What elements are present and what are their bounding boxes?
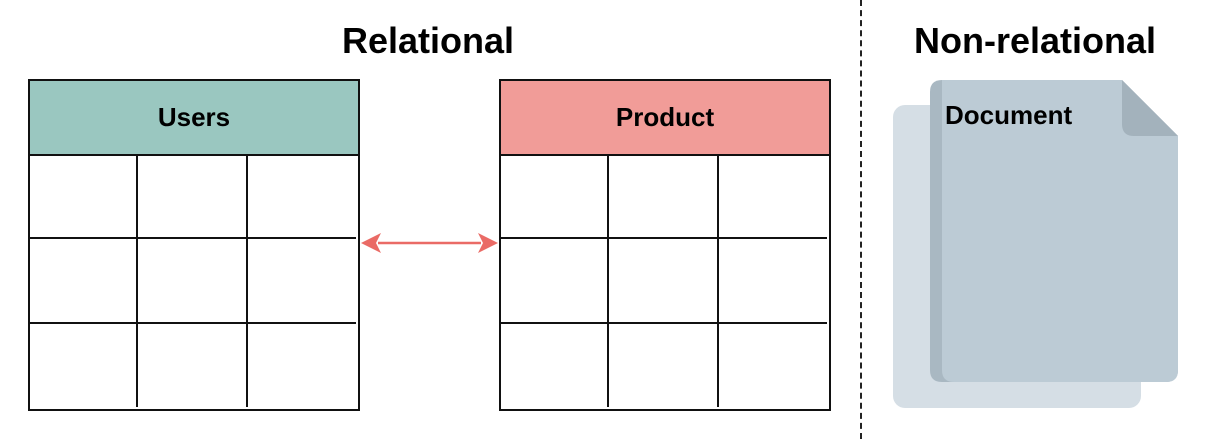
document-front-page (942, 80, 1178, 382)
arrowhead-left-icon (361, 233, 381, 253)
document-icon (893, 80, 1178, 408)
users-table-header: Users (30, 81, 358, 156)
table-cell (501, 239, 609, 324)
section-divider (860, 0, 862, 439)
relationship-arrow (361, 233, 498, 253)
document-label: Document (945, 100, 1073, 130)
users-table-grid (30, 156, 358, 407)
table-cell (138, 156, 248, 239)
table-cell (138, 324, 248, 407)
product-table-header: Product (501, 81, 829, 156)
table-cell (138, 239, 248, 324)
table-cell (501, 324, 609, 407)
non-relational-heading: Non-relational (913, 20, 1156, 61)
product-table: Product (499, 79, 831, 411)
table-cell (609, 239, 719, 324)
table-cell (248, 239, 356, 324)
table-cell (609, 156, 719, 239)
product-table-grid (501, 156, 829, 407)
table-cell (30, 156, 138, 239)
relational-heading: Relational (341, 20, 515, 61)
table-cell (719, 239, 827, 324)
arrowhead-right-icon (478, 233, 498, 253)
document-fold-corner (1122, 80, 1178, 136)
table-cell (30, 239, 138, 324)
table-cell (719, 156, 827, 239)
table-cell (501, 156, 609, 239)
table-cell (30, 324, 138, 407)
table-cell (248, 156, 356, 239)
table-cell (609, 324, 719, 407)
users-table: Users (28, 79, 360, 411)
